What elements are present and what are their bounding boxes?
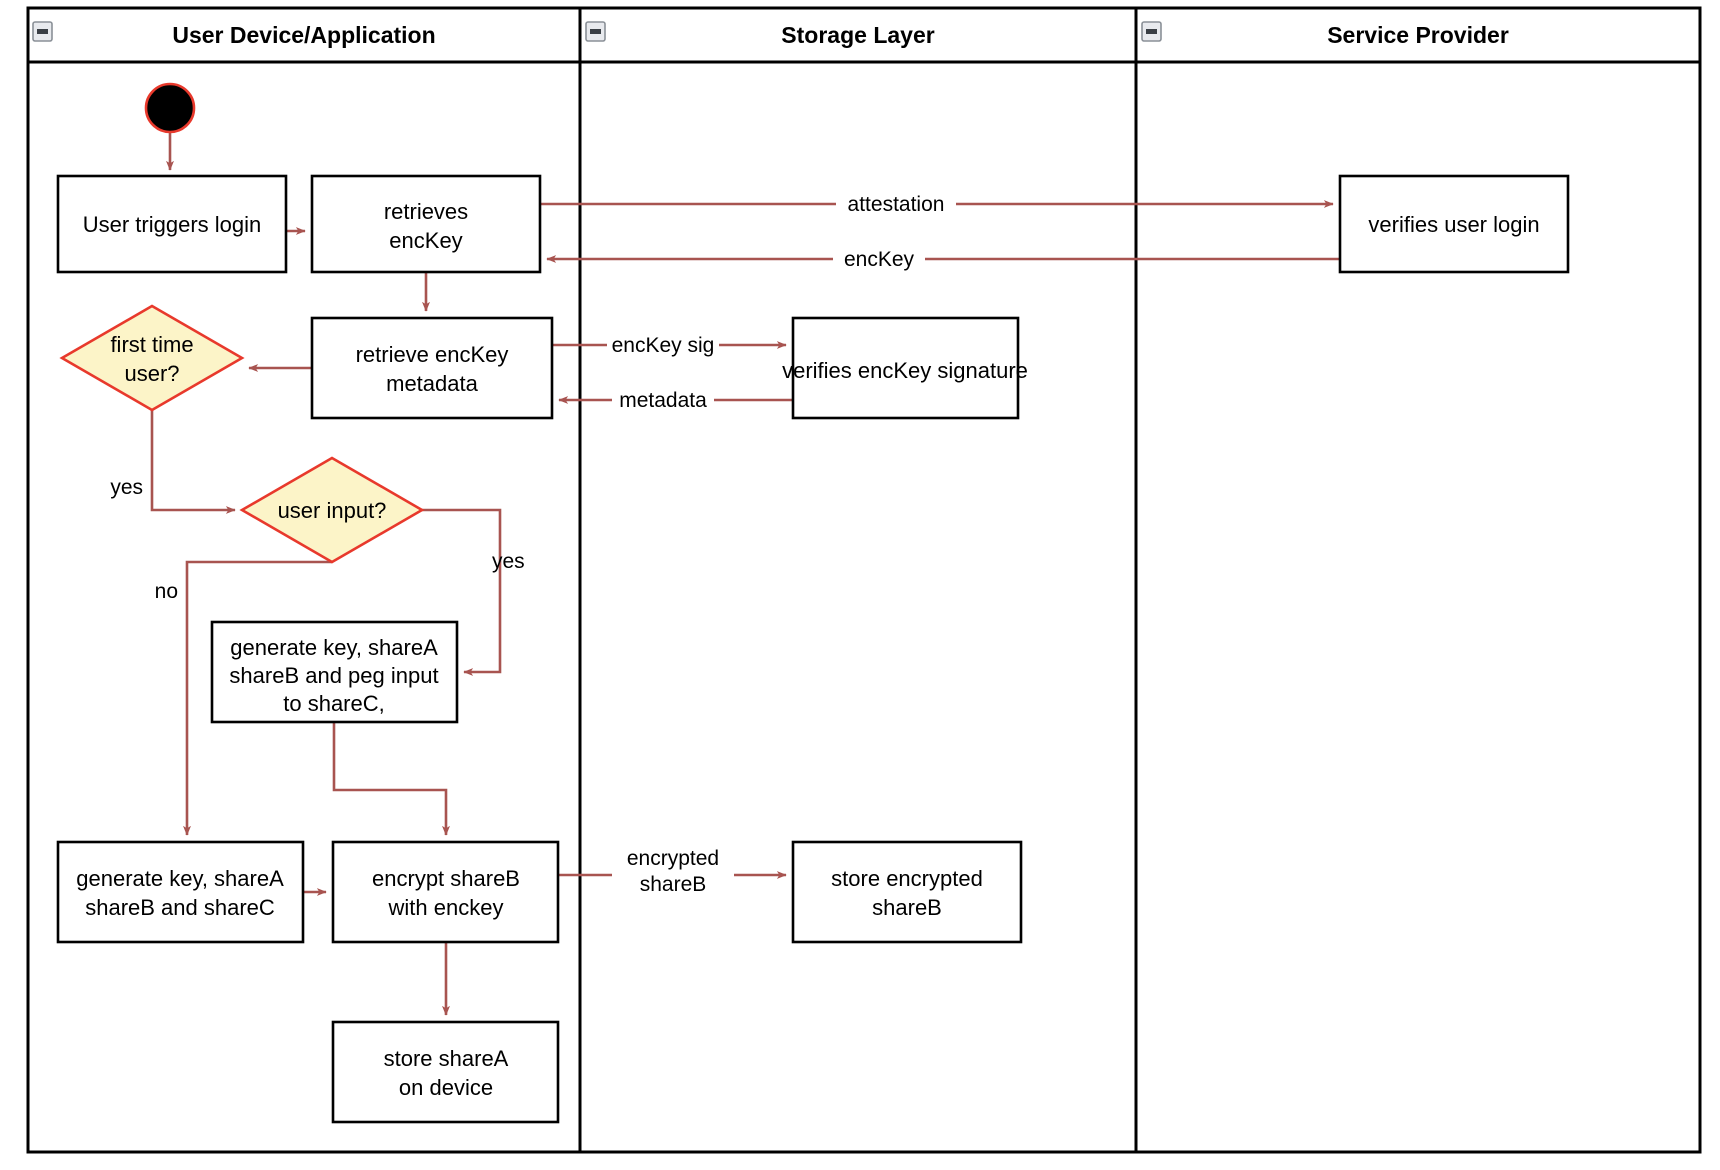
edge-label-yes-userinput: yes [492,550,525,573]
node-generate-key-sharec[interactable]: generate key, shareA shareB and shareC [56,840,305,944]
node-verifies-user-login[interactable]: verifies user login [1338,174,1570,274]
lane-title-user-device: User Device/Application [172,22,435,48]
node-label: generate key, shareA [230,635,438,660]
minus-box-icon[interactable] [1141,21,1162,42]
edge-label-enckey: encKey [844,248,915,271]
node-label: shareB and shareC [85,895,275,920]
node-verifies-enckey-signature[interactable]: verifies encKey signature [782,316,1028,420]
edge-userinput-yes: yes [422,508,525,676]
node-label: verifies user login [1368,212,1539,237]
edge-label-encrypted: encrypted [627,847,719,870]
node-label: with enckey [388,895,504,920]
node-label: user? [124,361,179,386]
node-user-input-decision[interactable]: user input? [239,456,425,564]
edge-firsttime-yes: yes [110,410,236,514]
node-retrieves-enckey[interactable]: retrieves encKey [310,174,542,274]
node-label: shareB and peg input [229,663,438,688]
edge-attestation: attestation [540,191,1334,217]
node-retrieve-enckey-metadata[interactable]: retrieve encKey metadata [310,316,554,420]
minus-box-icon[interactable] [32,21,53,42]
node-user-triggers-login[interactable]: User triggers login [56,174,288,274]
node-label: to shareC, [283,691,385,716]
edge-label-no-userinput: no [155,580,178,603]
node-label: store encrypted [831,866,983,891]
node-store-sharea-on-device[interactable]: store shareA on device [331,1020,560,1124]
edge-enckey-return: encKey [546,246,1340,272]
edge-metadata-return: metadata [558,387,793,413]
node-label: first time [110,332,193,357]
lane-header-service-provider[interactable]: Service Provider [1327,22,1509,48]
edge-label-attestation: attestation [848,193,945,216]
edge-enckey-sig: encKey sig [552,332,787,358]
initial-node[interactable] [144,82,196,134]
node-label: generate key, shareA [76,866,284,891]
node-label: retrieves [384,199,468,224]
edge-label-shareb: shareB [640,873,707,896]
node-label: shareB [872,895,942,920]
node-label: encrypt shareB [372,866,520,891]
node-label: encKey [389,228,462,253]
node-label: on device [399,1075,493,1100]
edge-label-metadata: metadata [619,389,707,412]
edge-encrypted-shareb: encrypted shareB [558,843,787,899]
node-label: metadata [386,371,478,396]
edge-label-enckey-sig: encKey sig [612,334,715,357]
edge-label-yes-firsttime: yes [110,476,143,499]
minus-box-icon[interactable] [585,21,606,42]
node-first-time-user-decision[interactable]: first time user? [59,304,245,412]
node-label: user input? [278,498,387,523]
lane-header-storage-layer[interactable]: Storage Layer [781,22,934,48]
node-label: verifies encKey signature [782,358,1028,383]
lane-title-service-provider: Service Provider [1327,22,1509,48]
lane-header-user-device[interactable]: User Device/Application [172,22,435,48]
node-label: store shareA [384,1046,509,1071]
node-encrypt-shareb[interactable]: encrypt shareB with enckey [331,840,560,944]
node-label: User triggers login [83,212,262,237]
node-store-encrypted-shareb[interactable]: store encrypted shareB [791,840,1023,944]
edge-peg-to-encrypt [332,722,450,836]
edge-userinput-no: no [155,560,332,836]
node-generate-key-peg[interactable]: generate key, shareA shareB and peg inpu… [210,620,459,724]
lane-title-storage-layer: Storage Layer [781,22,934,48]
node-label: retrieve encKey [356,342,509,367]
